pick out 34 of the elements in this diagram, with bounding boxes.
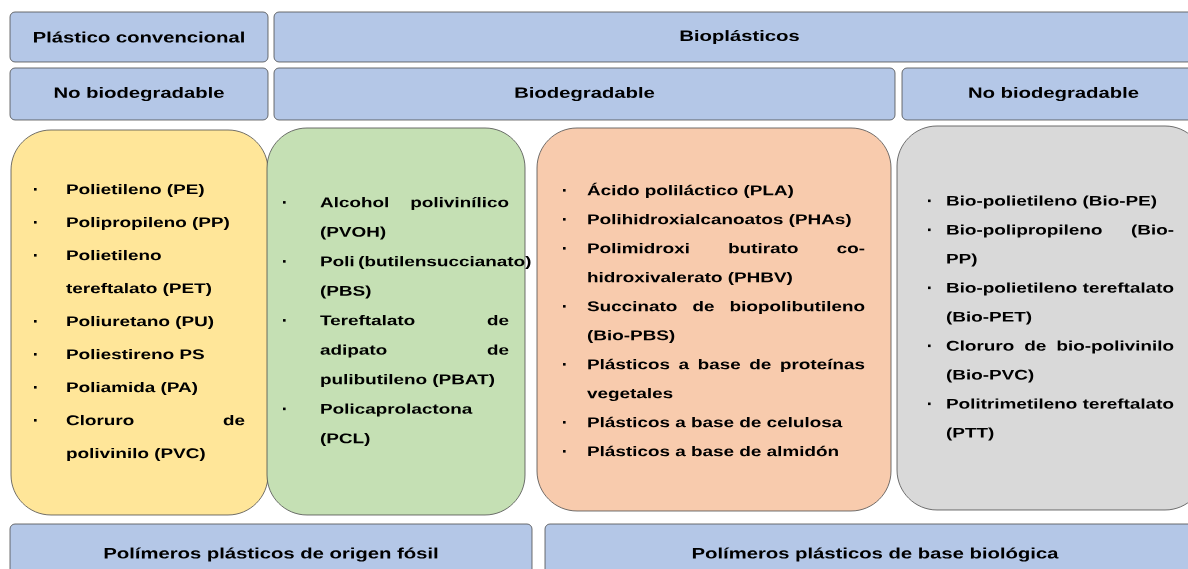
list-item: Plásticos a base de almidón [563, 445, 838, 457]
list-item: Plásticos a base de proteínas vegetales [563, 358, 865, 402]
list-box [266, 127, 531, 516]
list-item: Tereftalato de adipato de pulibutileno (PBAT) [283, 315, 509, 388]
list-item: Bio-polietileno (Bio-PE) [928, 195, 1157, 209]
list-item: Poli (butilensuccianato) (PBS) [283, 256, 531, 299]
list-item: Alcohol polivinílico (PVOH) [283, 196, 509, 240]
list-item: Ácido poliláctico (PLA) [563, 182, 793, 199]
list-item: Cloruro de polivinilo (PVC) [34, 414, 245, 461]
list-item: Poliestireno PS [34, 348, 204, 360]
list-item: Plásticos a base de celulosa [563, 416, 843, 428]
header-box: No biodegradable [9, 67, 269, 121]
list-item: Politrimetileno tereftalato (PTT) [928, 398, 1174, 441]
header-box: Plástico convencional [9, 11, 269, 63]
list-item: Polipropileno (PP) [34, 216, 229, 230]
list-item: Polietileno (PE) [34, 183, 204, 197]
list-item: Succinato de biopolibutileno (Bio-PBS) [563, 301, 865, 344]
header-box: Bioplásticos [273, 11, 1188, 63]
list-item: Polihidroxialcanoatos (PHAs) [563, 214, 851, 228]
list-item: Bio-polietileno tereftalato (Bio-PET) [928, 282, 1174, 325]
list-item: Policaprolactona (PCL) [283, 403, 473, 447]
list-box [10, 129, 269, 516]
list-item: Polietileno tereftalato (PET) [34, 249, 211, 296]
header-box: Polímeros plásticos de base biológica [544, 523, 1188, 569]
header-box: Polímeros plásticos de origen fósil [9, 523, 533, 569]
list-item: Poliuretano (PU) [34, 315, 214, 329]
header-box: Biodegradable [273, 67, 896, 121]
list-box [896, 125, 1188, 511]
list-box [536, 127, 892, 512]
header-box: No biodegradable [901, 67, 1188, 121]
list-item: Polimidroxi butirato co-hidroxivalerato (PHBV) [563, 243, 865, 286]
list-item: Poliamida (PA) [34, 381, 198, 395]
list-item: Cloruro de bio-polivinilo (Bio-PVC) [928, 340, 1174, 383]
list-item: Bio-polipropileno (Bio-PP) [928, 224, 1174, 267]
